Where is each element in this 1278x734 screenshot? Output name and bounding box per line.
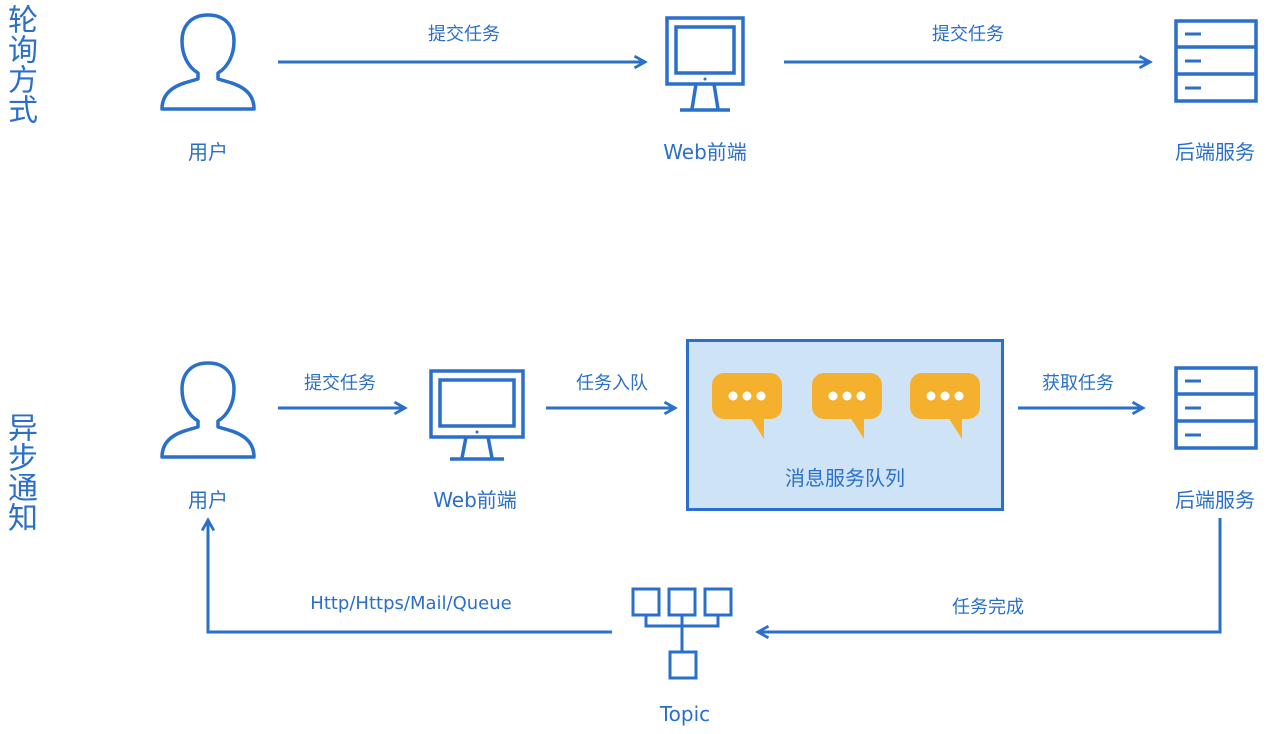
edge-label-notify: Http/Https/Mail/Queue [310,593,512,614]
node-label-web: Web前端 [663,140,747,164]
edge-label-submit-async: 提交任务 [304,373,376,394]
edge-backend-to-topic [758,518,1222,632]
edge-topic-to-user [208,520,612,634]
edge-label-done: 任务完成 [952,597,1024,618]
edge-label-submit-1: 提交任务 [428,24,500,45]
node-label-user-async: 用户 [188,488,228,512]
edge-label-submit-2: 提交任务 [932,24,1004,45]
monitor-icon [665,16,745,112]
user-icon [160,13,256,111]
node-label-topic: Topic [659,702,711,726]
section-title-polling: 轮询方式 [2,4,37,124]
node-label-web-async: Web前端 [433,488,517,512]
queue-label: 消息服务队列 [785,466,905,490]
message-queue-box: 消息服务队列 [686,339,1004,511]
node-label-backend: 后端服务 [1175,140,1255,164]
chat-bubble-icon [712,373,782,439]
node-label-backend-async: 后端服务 [1175,488,1255,512]
server-icon [1174,366,1258,450]
edge-label-enqueue: 任务入队 [576,373,648,394]
chat-bubble-icon [812,373,882,439]
edge-label-fetch: 获取任务 [1042,373,1114,394]
section-title-async: 异步通知 [2,412,37,532]
monitor-icon [429,369,525,461]
server-icon [1174,19,1258,103]
topic-tree-icon [631,587,733,680]
chat-bubble-icon [910,373,980,439]
node-label-user: 用户 [188,140,228,164]
user-icon [160,361,256,459]
